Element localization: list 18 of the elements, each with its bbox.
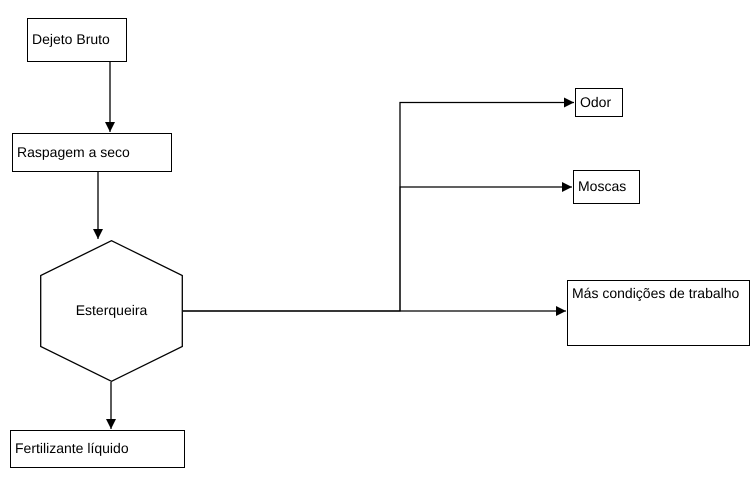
node-label: Dejeto Bruto [32, 31, 110, 49]
node-label: Fertilizante líquido [15, 440, 129, 458]
node-label: Más condições de trabalho [572, 285, 740, 302]
process-box [10, 430, 185, 468]
process-box [27, 18, 127, 62]
arrow [105, 62, 115, 132]
arrow [183, 306, 566, 316]
node-label: Esterqueira [76, 302, 148, 320]
hexagon-node [40, 240, 183, 382]
node-label: Raspagem a seco [17, 144, 130, 162]
node-label: Odor [580, 94, 612, 112]
process-box [12, 133, 172, 172]
process-box [573, 170, 640, 204]
process-box [567, 280, 750, 346]
arrow [93, 172, 103, 239]
node-label: Moscas [578, 178, 626, 196]
arrow [106, 382, 116, 429]
process-box [575, 88, 623, 117]
